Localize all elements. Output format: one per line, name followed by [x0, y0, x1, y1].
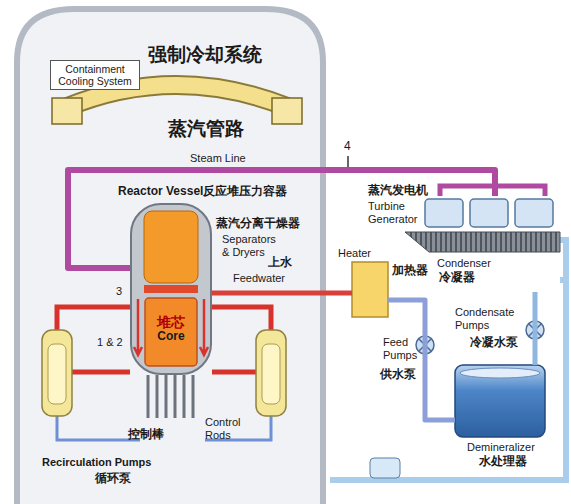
node-text: 堆芯 — [145, 314, 197, 330]
condenser-shape — [405, 232, 560, 252]
node-text: 水处理器 — [479, 455, 527, 469]
label: 3 — [116, 285, 122, 298]
node-shape — [352, 262, 388, 317]
node-text: Reactor Vessel反应堆压力容器 — [118, 185, 287, 199]
node-shape — [420, 196, 560, 232]
leader-line — [347, 156, 349, 167]
pump-symbol — [370, 458, 400, 478]
vessel-shell — [131, 204, 211, 374]
containment-dome: 强制冷却系统 Containment Cooling SystemReactor … — [14, 6, 326, 504]
pump-body — [48, 344, 66, 404]
label: 4 — [344, 140, 351, 154]
label: 循环泵 — [95, 472, 131, 486]
flow-arrow — [200, 299, 208, 355]
turbine-generator: 蒸汽发电机Turbine Generator — [420, 196, 560, 232]
reactor-vessel: Reactor Vessel反应堆压力容器堆芯Core — [130, 203, 212, 375]
pipe-connector — [533, 292, 538, 365]
core: 堆芯Core — [145, 298, 197, 366]
demineralizer: Demineralizer水处理器 — [455, 365, 560, 470]
cooling-unit — [52, 98, 82, 124]
pipe-connector — [212, 291, 352, 296]
node-text: Turbine Generator — [368, 200, 428, 225]
cooling-unit — [272, 98, 302, 124]
node-text: Core — [145, 330, 197, 344]
node-shape — [130, 203, 212, 375]
label: 控制棒 — [128, 428, 164, 442]
turbine-casing — [425, 199, 463, 227]
label: 蒸汽管路 — [168, 118, 244, 140]
cooling-water-pipe — [560, 277, 566, 283]
label: 供水泵 — [380, 368, 416, 382]
turbine-casing — [515, 199, 553, 227]
condenser: Condenser冷凝器 — [405, 232, 560, 292]
label-box: Containment Cooling System — [50, 60, 140, 90]
recirculation-pump — [42, 330, 72, 416]
recirculation-pipe — [72, 370, 130, 375]
flow-arrow — [134, 299, 142, 355]
turbine-casing — [470, 199, 508, 227]
label: 冷凝水泵 — [470, 336, 518, 350]
node-text: Condenser — [437, 257, 491, 270]
label: Condensate Pumps — [455, 306, 521, 331]
label: Separators & Dryers — [222, 233, 268, 258]
node-text: Heater — [338, 247, 371, 260]
pipe-label: Steam Line — [190, 152, 246, 165]
node-text: 蒸汽发电机 — [368, 184, 428, 198]
core-shape — [145, 298, 197, 366]
recirculation-pipe — [212, 370, 256, 375]
node-text: 冷凝器 — [439, 271, 475, 285]
label: 上水 — [268, 256, 292, 270]
pipe-label: Feedwater — [233, 272, 285, 285]
node-text: Containment Cooling System — [54, 63, 136, 87]
label: Feed Pumps — [383, 336, 419, 361]
label: 蒸汽分离干燥器 — [216, 217, 300, 231]
heater: Heater加热器 — [352, 262, 388, 317]
label: Control Rods — [205, 416, 249, 441]
pump-body — [262, 344, 280, 404]
tank-shape — [455, 365, 545, 437]
recirculation-pump — [256, 330, 286, 416]
label: Recirculation Pumps — [42, 456, 151, 469]
containment-outline — [17, 9, 323, 504]
node-text: Demineralizer — [467, 441, 535, 454]
separators-dryers — [144, 211, 198, 283]
cooling-water-pipe — [330, 240, 566, 480]
label: 1 & 2 — [97, 336, 123, 349]
separator-base — [144, 285, 198, 293]
node-text: 加热器 — [392, 264, 428, 278]
water-surface — [460, 368, 540, 378]
heater-shape — [352, 262, 388, 317]
node-text: 强制冷却系统 — [148, 44, 262, 66]
